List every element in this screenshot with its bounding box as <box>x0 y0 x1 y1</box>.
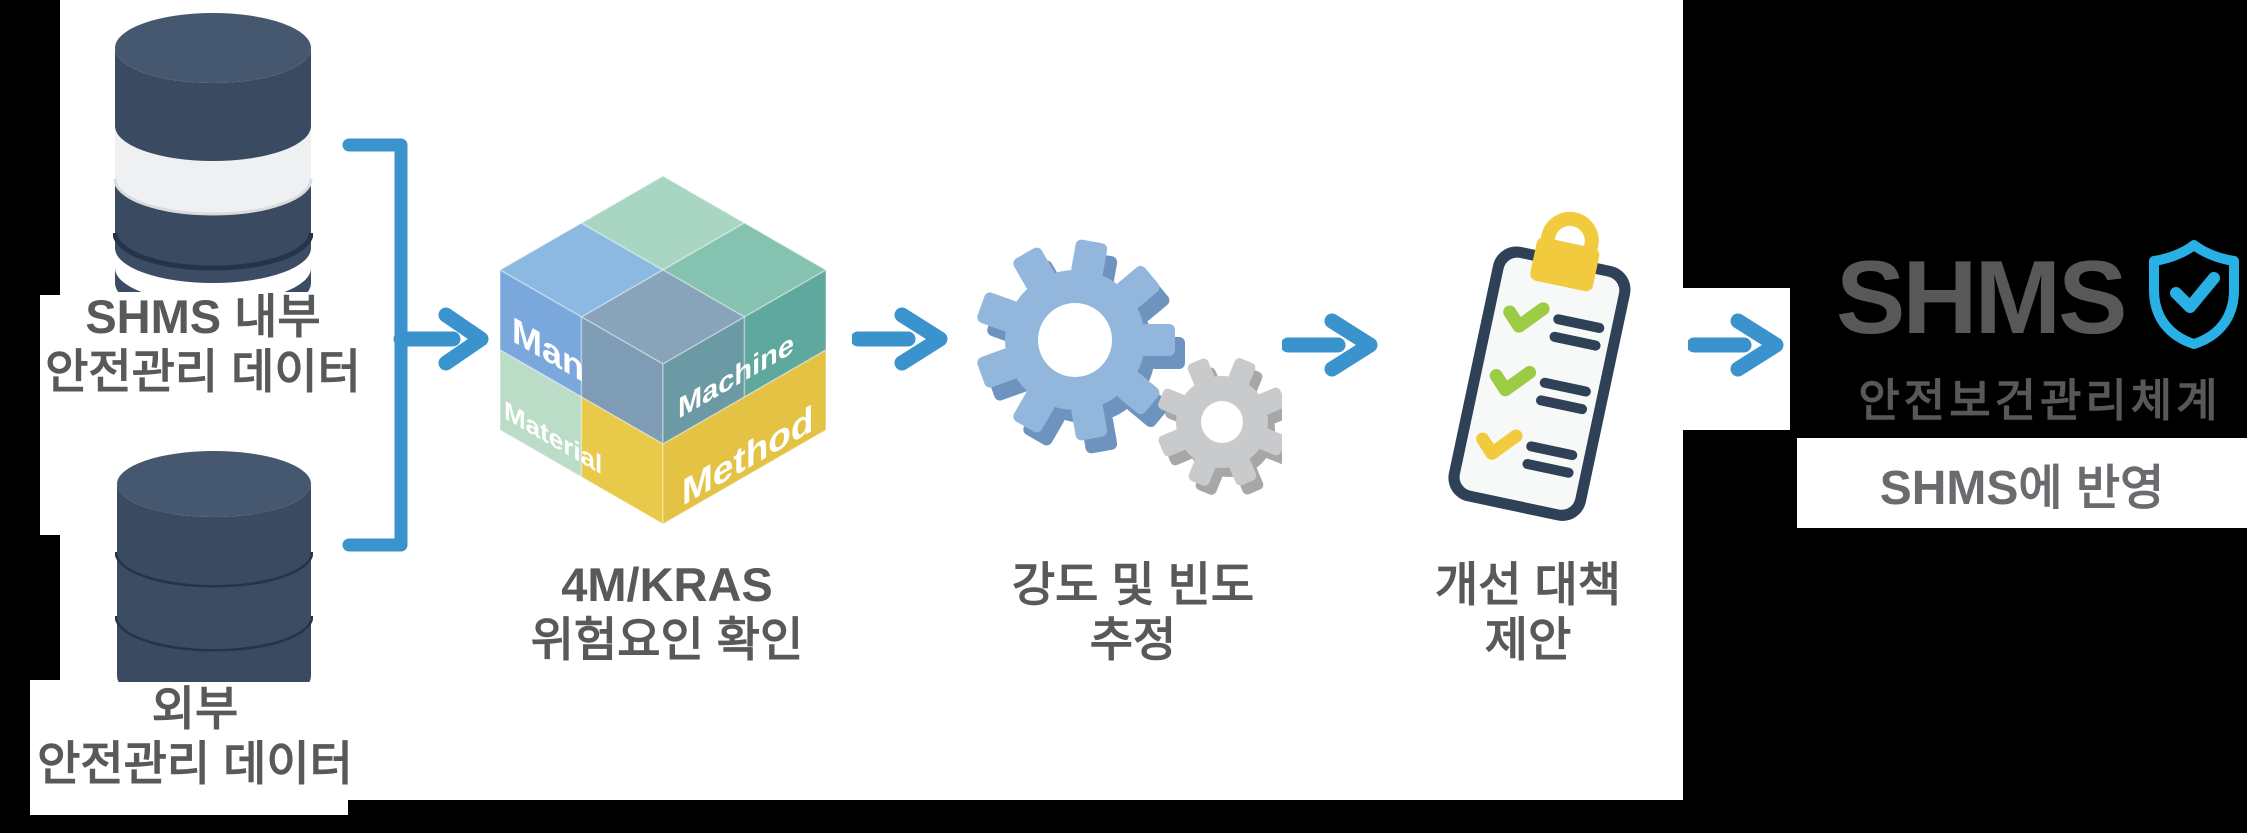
label-clipboard: 개선 대책 제안 <box>1328 558 1728 667</box>
label-line: 강도 및 빈도 <box>1011 558 1255 611</box>
white-panel-label-external <box>30 680 348 815</box>
label-cube-4m: 4M/KRAS 위험요인 확인 <box>467 558 867 667</box>
white-panel-label-internal <box>40 295 70 535</box>
white-panel-arrow-box <box>1683 288 1790 430</box>
label-line: 안전관리 데이터 <box>37 736 353 790</box>
arrow-icon <box>1282 313 1378 377</box>
label-line: 추정 <box>1089 612 1177 666</box>
caption-text: SHMS에 반영 <box>1879 462 2165 515</box>
label-line: 제안 <box>1484 612 1572 666</box>
label-gears: 강도 및 빈도 추정 <box>933 558 1333 667</box>
bracket-connector <box>342 138 489 552</box>
database-icon-external <box>115 451 313 682</box>
label-line: 안전관리 데이터 <box>45 344 361 398</box>
shms-logo-title: SHMS <box>1836 240 2127 356</box>
label-line: 개선 대책 <box>1434 558 1622 611</box>
gears-icon <box>977 239 1282 495</box>
label-db-internal: SHMS 내부 안전관리 데이터 <box>3 290 403 399</box>
database-icon-internal <box>113 13 313 292</box>
shms-logo-subtitle: 안전보건관리체계 <box>1858 375 2222 426</box>
cube-4m-icon: Man Material Machine Method <box>500 176 826 524</box>
clipboard-icon <box>1448 211 1631 521</box>
label-line: SHMS 내부 <box>85 290 321 343</box>
arrow-icon <box>852 307 948 371</box>
white-panel-main <box>60 0 1683 800</box>
label-line: 외부 <box>151 682 239 735</box>
label-line: 위험요인 확인 <box>530 612 804 666</box>
label-db-external: 외부 안전관리 데이터 <box>0 682 395 791</box>
shield-check-icon <box>2149 240 2239 349</box>
caption-strip: SHMS에 반영 <box>1797 438 2247 528</box>
label-line: 4M/KRAS <box>561 558 773 611</box>
arrow-icon <box>1688 313 1784 377</box>
